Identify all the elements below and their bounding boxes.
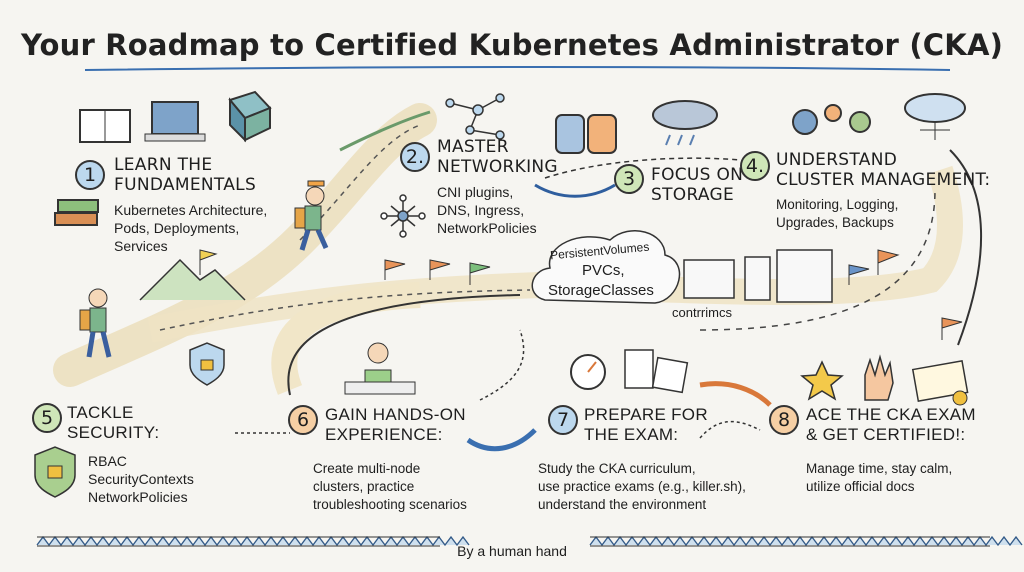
book-icon (79, 109, 131, 143)
step-title-line: FOCUS ON (651, 165, 744, 185)
gears-icon (792, 104, 871, 135)
step-body-line: NetworkPolicies (437, 220, 537, 236)
step-7-body: Study the CKA curriculum, use practice ex… (538, 460, 746, 514)
storage-cloud-line: StorageClasses (548, 282, 654, 299)
stopwatch-icon (570, 354, 606, 390)
dashboard-window-icon (683, 249, 833, 303)
step-8-body: Manage time, stay calm, utilize official … (806, 460, 952, 496)
network-graph-icon (445, 93, 505, 140)
database-icon (555, 114, 617, 154)
step-body-line: Kubernetes Architecture, (114, 202, 268, 218)
step-body-line: use practice exams (e.g., killer.sh), (538, 479, 746, 494)
rain-cloud-icon (652, 100, 718, 146)
step-body-line: Services (114, 238, 168, 254)
dashed-arrow (544, 157, 741, 179)
storage-cloud-line: PVCs, (582, 262, 625, 279)
star-icon (800, 360, 844, 401)
step-body-line: Monitoring, Logging, (776, 197, 899, 212)
step-body-line: CNI plugins, (437, 184, 514, 200)
step-body-line: RBAC (88, 453, 127, 469)
cloud-network-icon (904, 93, 966, 140)
step-body-line: clusters, practice (313, 479, 415, 494)
step-title-line: SECURITY: (67, 423, 160, 442)
step-title-line: TACKLE (67, 403, 134, 422)
step-4-badge: 4. (740, 151, 770, 181)
step-body-line: troubleshooting scenarios (313, 497, 467, 512)
step-title-line: NETWORKING (437, 157, 558, 177)
step-title-line: PREPARE FOR (584, 405, 708, 424)
step-title-line: & GET CERTIFIED!: (806, 425, 966, 444)
step-body-line: utilize official docs (806, 479, 915, 494)
cube-icon (228, 90, 272, 143)
step-title-line: CLUSTER MANAGEMENT: (776, 170, 991, 190)
step-title-line: LEARN THE (114, 155, 213, 175)
road-path (53, 103, 437, 387)
step-body-line: Pods, Deployments, (114, 220, 240, 236)
step-2-body: CNI plugins, DNS, Ingress, NetworkPolicies (437, 183, 537, 237)
curved-arrow (699, 381, 772, 407)
curved-arrow (534, 183, 616, 198)
page-title: Your Roadmap to Certified Kubernetes Adm… (20, 28, 1004, 62)
step-body-line: SecurityContexts (88, 471, 194, 487)
footer-caption: By a human hand (457, 543, 567, 559)
step-title-line: EXPERIENCE: (325, 425, 443, 444)
footer-border-left (36, 535, 470, 547)
footer-border-right (589, 535, 1023, 547)
shield-lock-icon (34, 446, 76, 498)
step-title-line: FUNDAMENTALS (114, 175, 257, 195)
hiker-figure (79, 288, 112, 358)
step-title-line: STORAGE (651, 185, 735, 205)
hiker-figure (294, 180, 329, 251)
step-body-line: Study the CKA curriculum, (538, 461, 696, 476)
shield-lock-icon (189, 342, 225, 386)
step-7-badge: 7 (548, 405, 578, 435)
step-title-line: MASTER (437, 137, 509, 157)
step-1-body: Kubernetes Architecture, Pods, Deployment… (114, 201, 267, 255)
step-body-line: Create multi-node (313, 461, 421, 476)
step-3-badge: 3 (614, 164, 644, 194)
dashed-arrow (479, 329, 525, 401)
step-6-body: Create multi-node clusters, practice troub… (313, 460, 467, 514)
step-title-line: THE EXAM: (584, 425, 679, 444)
step-2-badge: 2. (400, 142, 430, 172)
step-1-badge: 1 (75, 160, 105, 190)
raised-hand-icon (864, 354, 894, 401)
step-8-badge: 8 (769, 405, 799, 435)
step-5-badge: 5 (32, 403, 62, 433)
books-stack-icon (54, 199, 99, 226)
step-body-line: understand the environment (538, 497, 707, 512)
step-title-line: ACE THE CKA EXAM (806, 405, 976, 424)
checklist-icon (624, 349, 689, 394)
road-path (271, 282, 421, 395)
storage-cloud-shape (531, 230, 681, 304)
person-at-keyboard-icon (344, 342, 416, 395)
curved-arrow (466, 428, 537, 452)
laptop-icon (144, 101, 206, 142)
title-underline (84, 66, 951, 71)
mountain-icon (139, 258, 246, 301)
flag-icon (199, 249, 963, 340)
step-title-line: UNDERSTAND (776, 150, 898, 170)
management-label: contrrimcs (672, 305, 732, 320)
step-body-line: Upgrades, Backups (776, 215, 894, 230)
step-8-title: ACE THE CKA EXAM& GET CERTIFIED!: (806, 405, 976, 445)
step-body-line: Manage time, stay calm, (806, 461, 953, 476)
step-body-line: DNS, Ingress, (437, 202, 525, 218)
hub-icon (380, 194, 426, 238)
dashed-arrow (699, 420, 761, 439)
step-body-line: NetworkPolicies (88, 489, 188, 505)
certificate-icon (911, 360, 969, 406)
step-title-line: GAIN HANDS-ON (325, 405, 466, 424)
step-4-body: Monitoring, Logging, Upgrades, Backups (776, 196, 898, 232)
step-6-badge: 6 (288, 405, 318, 435)
